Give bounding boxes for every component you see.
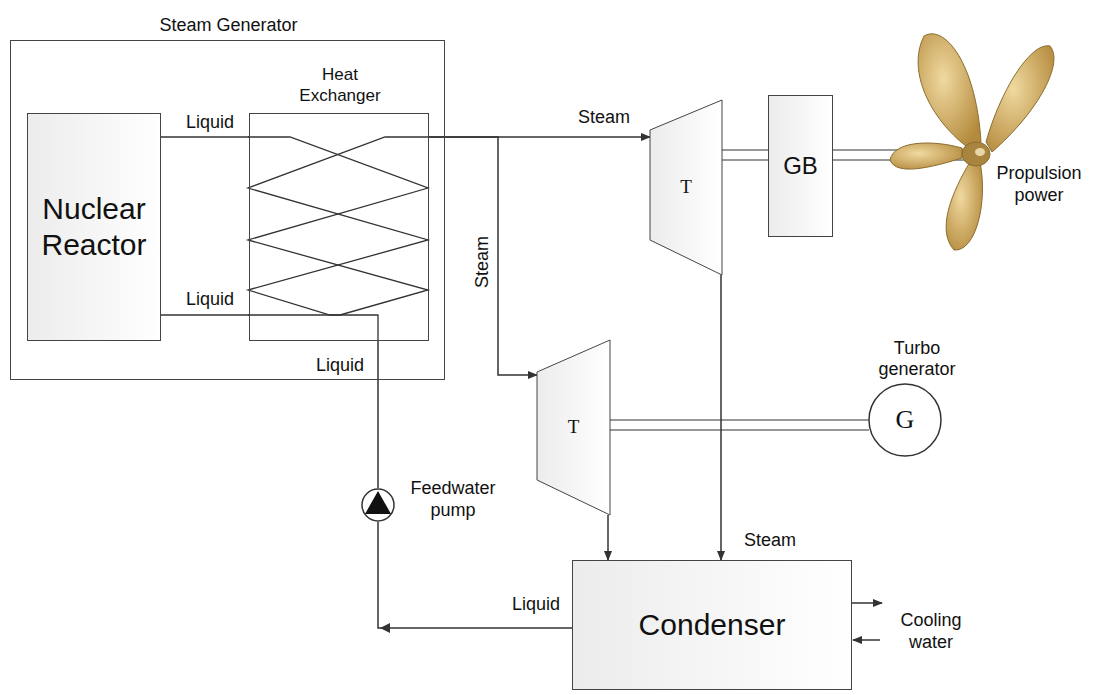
edge-label: Liquid bbox=[510, 594, 562, 616]
pipe-line bbox=[607, 515, 609, 560]
pipe-connector bbox=[378, 522, 572, 633]
edge-label: Liquid bbox=[184, 289, 236, 311]
arrowhead bbox=[380, 623, 390, 633]
pipe-connector bbox=[378, 341, 379, 488]
shaft-outline bbox=[610, 420, 869, 431]
edge-label: Steam bbox=[576, 107, 632, 129]
reactor-box: Nuclear Reactor bbox=[27, 113, 161, 341]
pipe-line bbox=[377, 341, 379, 488]
heat-exchanger-tubes bbox=[248, 137, 428, 340]
annotation-label: Cooling water bbox=[884, 610, 978, 653]
heat-exchanger-box: Heat Exchanger bbox=[249, 113, 429, 341]
shaft-fill bbox=[722, 151, 768, 160]
pipe-line bbox=[161, 314, 249, 316]
node-label: T bbox=[568, 416, 580, 439]
propeller bbox=[890, 34, 1054, 250]
turbine-symbol: T bbox=[650, 100, 722, 275]
edge-label: Liquid bbox=[314, 355, 366, 377]
edge-label: Steam bbox=[472, 234, 494, 290]
node-heading: Heat Exchanger bbox=[293, 65, 388, 106]
gearbox-box: GB bbox=[768, 95, 833, 237]
pipe-line bbox=[429, 137, 537, 375]
node-heading: Turbo generator bbox=[867, 338, 967, 381]
node-label: Condenser bbox=[639, 607, 786, 643]
pump-symbol: Feedwater pump bbox=[361, 488, 395, 522]
pipe-line bbox=[378, 522, 572, 628]
edge-label: Liquid bbox=[184, 112, 236, 134]
pipe-connector bbox=[608, 515, 609, 560]
node-label: T bbox=[680, 176, 692, 199]
pipe-line bbox=[161, 136, 249, 138]
shaft-connector bbox=[722, 155, 768, 156]
pipe-connector bbox=[161, 315, 249, 316]
condenser-box: Condenser bbox=[572, 560, 852, 690]
shaft-fill bbox=[610, 421, 869, 430]
pump-symbol-outline bbox=[361, 488, 395, 522]
shaft-connector bbox=[610, 425, 869, 426]
steam-generator-box: Nuclear ReactorHeat ExchangerSteam Gener… bbox=[10, 40, 445, 380]
group-heading: Steam Generator bbox=[129, 15, 329, 37]
pipe-connector bbox=[721, 275, 722, 560]
pipe-connector bbox=[429, 137, 537, 375]
node-label: GB bbox=[783, 152, 818, 181]
node-label: Nuclear Reactor bbox=[28, 191, 160, 263]
node-label: G bbox=[896, 404, 915, 435]
edge-label: Steam bbox=[742, 530, 798, 552]
turbine-symbol: T bbox=[537, 340, 610, 515]
pipe-connector bbox=[161, 137, 249, 138]
shaft-outline bbox=[722, 150, 768, 161]
generator-circle: Turbo generatorG bbox=[868, 383, 942, 457]
pipe-line bbox=[720, 275, 722, 560]
annotation-label: Propulsion power bbox=[982, 163, 1096, 206]
node-heading: Feedwater pump bbox=[403, 478, 503, 521]
cooling-water-arrows bbox=[852, 603, 882, 640]
